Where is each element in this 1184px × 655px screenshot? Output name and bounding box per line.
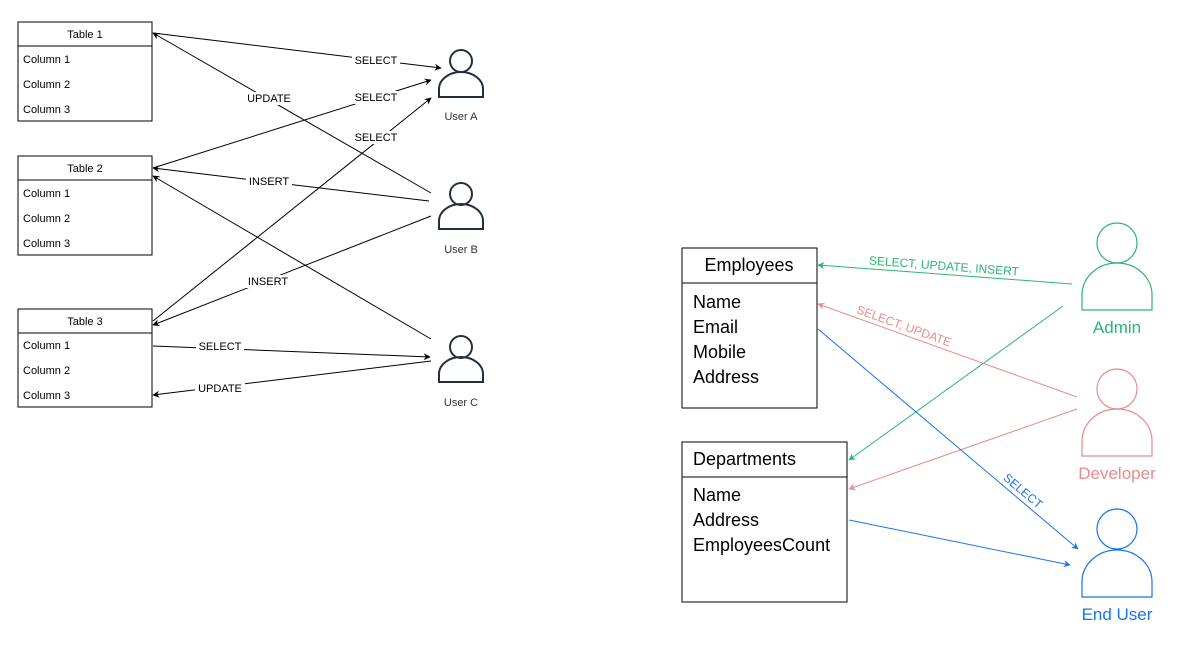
table-column: Column 2 bbox=[23, 365, 70, 377]
edge-developer-to-departments bbox=[848, 408, 1078, 491]
table-title: Table 1 bbox=[67, 29, 102, 41]
edge-userc-to-table3-update bbox=[152, 360, 432, 398]
user-icon bbox=[438, 335, 484, 383]
table-column: EmployeesCount bbox=[693, 535, 830, 555]
user-b[interactable]: User B bbox=[438, 182, 484, 256]
edge-table3-to-userc-select bbox=[152, 345, 431, 361]
edge-label: SELECT bbox=[355, 55, 398, 67]
user-label: End User bbox=[1082, 605, 1153, 624]
table-column: Column 3 bbox=[23, 238, 70, 250]
departments-table[interactable]: Departments Name Address EmployeesCount bbox=[681, 441, 848, 603]
edge-developer-to-employees bbox=[817, 302, 1078, 398]
right-diagram: SELECT, UPDATE, INSERT SELECT, UPDATE SE… bbox=[681, 222, 1156, 624]
user-icon bbox=[1081, 368, 1153, 457]
edge-label: UPDATE bbox=[247, 93, 291, 105]
user-icon bbox=[1081, 508, 1153, 598]
user-label: User C bbox=[444, 397, 478, 409]
right-edge-labels: SELECT, UPDATE, INSERT SELECT, UPDATE SE… bbox=[855, 253, 1046, 511]
left-diagram: SELECT UPDATE SELECT INSERT SELECT INSER… bbox=[17, 21, 484, 409]
edge-label: SELECT, UPDATE bbox=[855, 303, 954, 350]
user-icon bbox=[1081, 222, 1153, 311]
table-column: Column 2 bbox=[23, 213, 70, 225]
user-icon bbox=[438, 49, 484, 98]
edge-admin-to-employees bbox=[817, 261, 1073, 285]
table-column: Address bbox=[693, 510, 759, 530]
end-user[interactable]: End User bbox=[1081, 508, 1153, 624]
edge-label: SELECT bbox=[1001, 471, 1046, 512]
table-column: Column 2 bbox=[23, 79, 70, 91]
edge-label: UPDATE bbox=[198, 383, 242, 395]
edge-label: INSERT bbox=[249, 176, 289, 188]
developer-user[interactable]: Developer bbox=[1078, 368, 1156, 483]
user-label: Developer bbox=[1078, 464, 1156, 483]
user-label: Admin bbox=[1093, 318, 1141, 337]
edge-employees-to-enduser bbox=[817, 328, 1079, 550]
table-title: Table 2 bbox=[67, 163, 102, 175]
edge-label: SELECT bbox=[199, 341, 242, 353]
table-column: Column 3 bbox=[23, 390, 70, 402]
table-column: Column 1 bbox=[23, 54, 70, 66]
right-edges bbox=[817, 261, 1079, 568]
employees-table[interactable]: Employees Name Email Mobile Address bbox=[681, 247, 818, 409]
table-column: Column 1 bbox=[23, 340, 70, 352]
left-edges bbox=[152, 32, 442, 398]
table-column: Address bbox=[693, 367, 759, 387]
edge-admin-to-departments bbox=[848, 305, 1064, 461]
table-1[interactable]: Table 1 Column 1 Column 2 Column 3 bbox=[17, 21, 153, 122]
edge-departments-to-enduser bbox=[848, 519, 1071, 568]
user-icon bbox=[438, 182, 484, 230]
table-title: Employees bbox=[704, 255, 793, 275]
table-column: Name bbox=[693, 485, 741, 505]
table-title: Table 3 bbox=[67, 316, 102, 328]
table-column: Column 3 bbox=[23, 104, 70, 116]
user-label: User A bbox=[444, 111, 478, 123]
table-title: Departments bbox=[693, 449, 796, 469]
table-column: Column 1 bbox=[23, 188, 70, 200]
admin-user[interactable]: Admin bbox=[1081, 222, 1153, 337]
table-3[interactable]: Table 3 Column 1 Column 2 Column 3 bbox=[17, 308, 153, 408]
edge-label: SELECT bbox=[355, 92, 398, 104]
user-label: User B bbox=[444, 244, 478, 256]
table-2[interactable]: Table 2 Column 1 Column 2 Column 3 bbox=[17, 155, 153, 256]
table-column: Email bbox=[693, 317, 738, 337]
edge-userc-to-table2 bbox=[152, 175, 432, 340]
edge-userb-to-table1-update bbox=[152, 32, 432, 194]
table-column: Name bbox=[693, 292, 741, 312]
table-column: Mobile bbox=[693, 342, 746, 362]
edge-label: INSERT bbox=[248, 276, 288, 288]
edge-userb-to-table3-insert bbox=[152, 215, 432, 326]
left-edge-labels: SELECT UPDATE SELECT INSERT SELECT INSER… bbox=[195, 54, 400, 395]
user-a[interactable]: User A bbox=[438, 49, 484, 123]
edge-label: SELECT bbox=[355, 132, 398, 144]
user-c[interactable]: User C bbox=[438, 335, 484, 409]
